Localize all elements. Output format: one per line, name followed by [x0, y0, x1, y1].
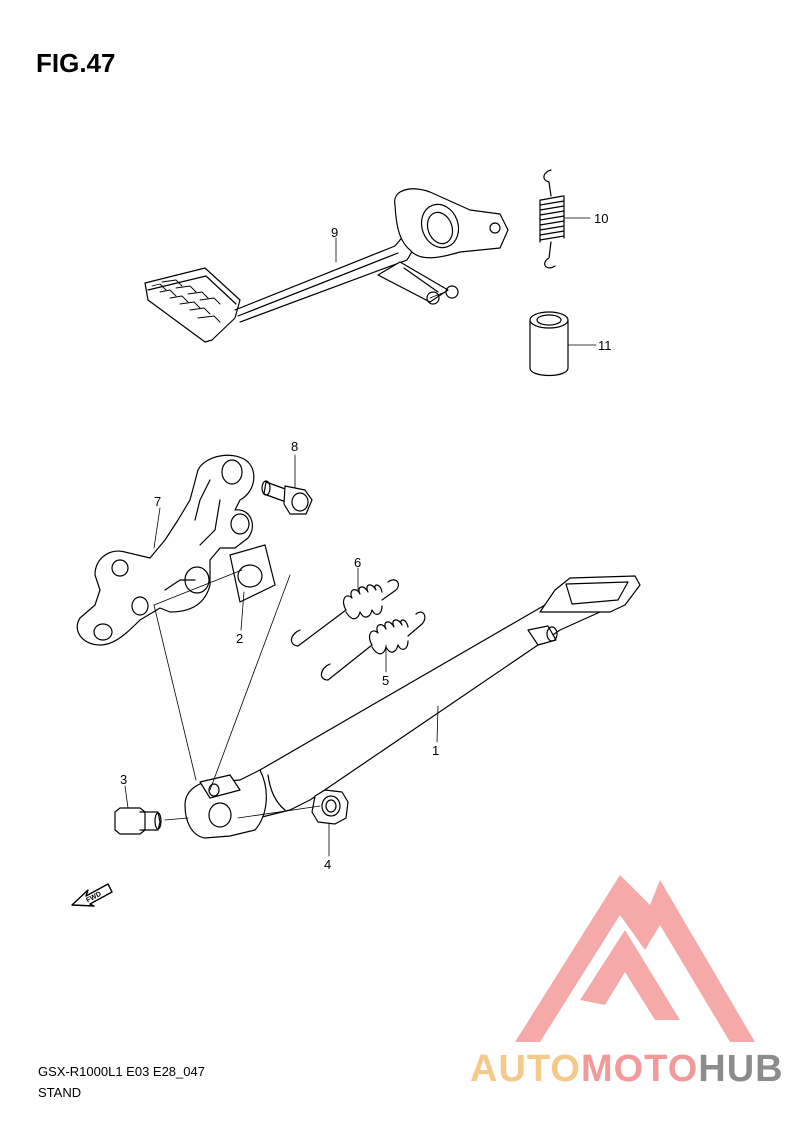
brake-pedal-part [144, 188, 509, 343]
callout-5: 5 [382, 673, 389, 688]
assembly-lines [153, 291, 446, 821]
bolt-part-8 [261, 480, 313, 515]
section-name: STAND [38, 1085, 82, 1100]
callout-2: 2 [236, 631, 243, 646]
fwd-arrow-icon [71, 883, 113, 907]
watermark-hub: HUB [698, 1048, 784, 1090]
figure-title: FIG.47 [36, 48, 116, 78]
spring-part-6 [290, 579, 400, 647]
callout-9: 9 [331, 225, 338, 240]
watermark-auto: AUTO [470, 1048, 581, 1090]
callout-1: 1 [432, 743, 439, 758]
callout-7: 7 [154, 494, 161, 509]
model-code: GSX-R1000L1 E03 E28_047 [38, 1064, 205, 1079]
nut-part-4 [311, 789, 349, 825]
bracket-part-7 [76, 454, 255, 646]
callout-8: 8 [291, 439, 298, 454]
watermark-moto: MOTO [580, 1048, 699, 1090]
spring-part-10 [539, 169, 565, 269]
watermark-text: AUTOMOTOHUB [470, 1048, 784, 1091]
spring-part-5 [320, 611, 426, 681]
callout-6: 6 [354, 555, 361, 570]
plate-part-2 [184, 544, 276, 603]
callout-3: 3 [120, 772, 127, 787]
callout-10: 10 [594, 211, 608, 226]
watermark-logo-icon [515, 875, 755, 1042]
callout-11: 11 [598, 338, 612, 353]
side-stand-part-1 [184, 575, 641, 839]
bushing-part-11 [529, 311, 569, 377]
leader-lines [124, 217, 597, 857]
callout-4: 4 [324, 857, 331, 872]
bolt-part-3 [114, 807, 162, 835]
